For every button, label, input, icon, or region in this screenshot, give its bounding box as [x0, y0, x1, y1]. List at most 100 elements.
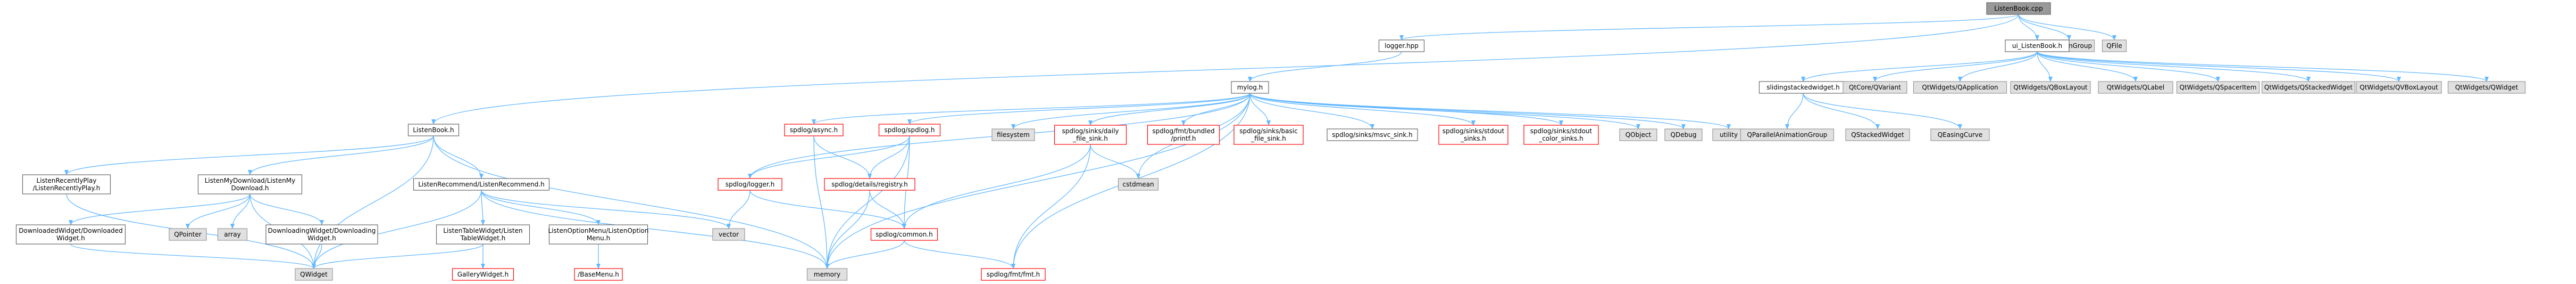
- node-box: [574, 268, 623, 281]
- node-label: Widget.h: [56, 234, 85, 242]
- node-box: [197, 174, 303, 194]
- edge-root-to-qbuttongroup: [2018, 14, 2071, 40]
- node-spd_registry[interactable]: spdlog/details/registry.h: [824, 178, 915, 191]
- node-gallery[interactable]: GalleryWidget.h: [452, 268, 514, 281]
- node-qboxlayout[interactable]: QtWidgets/QBoxLayout: [2010, 81, 2091, 94]
- node-box: [1740, 128, 1835, 141]
- node-recently[interactable]: ListenRecentlyPlay/ListenRecentlyPlay.h: [22, 174, 111, 194]
- node-utility[interactable]: utility: [1712, 128, 1745, 141]
- node-qfile[interactable]: QFile: [2102, 39, 2127, 52]
- node-qspaceritem[interactable]: QtWidgets/QSpacerItem: [2176, 81, 2260, 94]
- node-qeasing[interactable]: QEasingCurve: [1930, 128, 1990, 141]
- node-label: spdlog/sinks/daily: [1062, 127, 1119, 135]
- node-spd_common[interactable]: spdlog/common.h: [870, 228, 938, 241]
- node-label: QtWidgets/QApplication: [1922, 84, 1998, 91]
- node-label: _sinks.h: [1460, 135, 1486, 142]
- node-box: [1845, 128, 1910, 141]
- node-qlabel[interactable]: QtWidgets/QLabel: [2098, 81, 2173, 94]
- node-spd_async[interactable]: spdlog/async.h: [784, 124, 844, 136]
- edge-mylog-to-memory: [825, 93, 1251, 269]
- node-qstacked2[interactable]: QStackedWidget: [1845, 128, 1910, 141]
- edge-recommend-to-optionmenu: [481, 190, 601, 225]
- node-spd_daily[interactable]: spdlog/sinks/daily_file_sink.h: [1054, 125, 1127, 145]
- node-basemenu[interactable]: /BaseMenu.h: [574, 268, 623, 281]
- node-filesystem[interactable]: filesystem: [991, 128, 1035, 141]
- node-label: QtWidgets/QSpacerItem: [2180, 84, 2257, 91]
- node-label: ListenRecommend/ListenRecommend.h: [418, 181, 545, 188]
- node-mylog[interactable]: mylog.h: [1231, 81, 1269, 94]
- node-qapp[interactable]: QtWidgets/QApplication: [1913, 81, 2007, 94]
- node-qstackedwidget[interactable]: QtWidgets/QStackedWidget: [2261, 81, 2356, 94]
- node-label: spdlog/sinks/basic: [1239, 127, 1297, 135]
- node-downloaded[interactable]: DownloadedWidget/DownloadedWidget.h: [15, 224, 126, 245]
- node-label: spdlog/fmt/bundled: [1152, 127, 1214, 135]
- node-label: QtWidgets/QLabel: [2107, 84, 2165, 91]
- node-box: [2005, 39, 2070, 52]
- edge-ui_listenbook-to-qapp: [1958, 51, 2038, 82]
- edge-recommend-to-memory: [481, 190, 829, 269]
- node-qdebug[interactable]: QDebug: [1664, 128, 1703, 141]
- node-spd_msvc[interactable]: spdlog/sinks/msvc_sink.h: [1327, 128, 1418, 141]
- node-qobject[interactable]: QObject: [1619, 128, 1657, 141]
- edge-mydownload-to-downloaded: [69, 193, 251, 225]
- node-cstdmean[interactable]: cstdmean: [1118, 178, 1159, 191]
- node-label: vector: [719, 231, 739, 238]
- node-memory[interactable]: memory: [806, 268, 848, 281]
- node-qcoreapp[interactable]: QtCore/QVariant: [1843, 81, 1907, 94]
- node-spd_stdout[interactable]: spdlog/sinks/stdout_sinks.h: [1438, 125, 1508, 145]
- node-recommend[interactable]: ListenRecommend/ListenRecommend.h: [413, 178, 550, 191]
- edge-mylog-to-qobject: [1249, 93, 1640, 129]
- node-spd_logger[interactable]: spdlog/logger.h: [718, 178, 782, 191]
- node-array[interactable]: array: [217, 228, 248, 241]
- edge-mylog-to-spd_bundled: [1181, 93, 1251, 126]
- node-spd_bundled[interactable]: spdlog/fmt/bundled/printf.h: [1147, 125, 1220, 145]
- node-qwidget[interactable]: QWidget: [295, 268, 333, 281]
- edge-listenbook_h-to-mydownload: [248, 135, 434, 175]
- node-box: [15, 224, 126, 245]
- edge-root-to-ui_listenbook: [2018, 14, 2039, 40]
- node-ui_listenbook[interactable]: ui_ListenBook.h: [2005, 39, 2070, 52]
- node-box: [1118, 178, 1159, 191]
- node-root[interactable]: ListenBook.cpp: [1986, 2, 2051, 15]
- node-label: logger.hpp: [1385, 42, 1419, 50]
- node-qtooltip[interactable]: QPointer: [169, 228, 207, 241]
- edge-stackedwidget-to-qeasing: [1803, 93, 1962, 129]
- node-spd_spdlog[interactable]: spdlog/spdlog.h: [878, 124, 941, 136]
- edge-spd_common-to-memory: [825, 240, 905, 269]
- node-downloading[interactable]: DownloadingWidget/DownloadingWidget.h: [265, 224, 378, 245]
- node-box: [452, 268, 514, 281]
- node-label: ui_ListenBook.h: [2012, 42, 2062, 50]
- node-tablewidget[interactable]: ListenTableWidget/ListenTableWidget.h: [436, 224, 530, 245]
- node-label: GalleryWidget.h: [457, 271, 508, 278]
- node-spd_fmt[interactable]: spdlog/fmt/fmt.h: [981, 268, 1046, 281]
- node-label: QPointer: [174, 231, 202, 238]
- node-spd_color[interactable]: spdlog/sinks/stdout_color_sinks.h: [1523, 125, 1599, 145]
- node-spd_basic[interactable]: spdlog/sinks/basic_file_sink.h: [1233, 125, 1304, 145]
- node-label: array: [224, 231, 240, 238]
- edge-ui_listenbook-to-qcoreapp: [1873, 51, 2038, 82]
- node-optionmenu[interactable]: ListenOptionMenu/ListenOptionMenu.h: [548, 224, 649, 245]
- node-label: spdlog/sinks/stdout: [1530, 127, 1593, 135]
- node-stackedwidget[interactable]: slidingstackedwidget.h: [1758, 81, 1848, 94]
- node-label: cstdmean: [1122, 181, 1154, 188]
- node-listenbook_h[interactable]: ListenBook.h: [407, 124, 460, 136]
- node-label: QDebug: [1671, 131, 1697, 139]
- edge-downloaded-to-qwidget: [70, 244, 316, 269]
- node-box: [295, 268, 333, 281]
- node-box: [22, 174, 111, 194]
- node-label: Menu.h: [587, 234, 610, 242]
- node-qwidget_w[interactable]: QtWidgets/QWidget: [2447, 81, 2526, 94]
- node-mydownload[interactable]: ListenMyDownload/ListenMyDownload.h: [197, 174, 303, 194]
- node-label: QParallelAnimationGroup: [1747, 131, 1828, 139]
- node-vector[interactable]: vector: [712, 228, 745, 241]
- node-logger_hpp[interactable]: logger.hpp: [1378, 39, 1425, 52]
- node-qvboxlayout[interactable]: QtWidgets/QVBoxLayout: [2356, 81, 2442, 94]
- node-box: [1913, 81, 2007, 94]
- node-label: slidingstackedwidget.h: [1766, 84, 1839, 91]
- node-label: _file_sink.h: [1072, 135, 1108, 142]
- node-label: ListenTableWidget/Listen: [443, 227, 522, 234]
- edge-spd_async-to-spd_registry: [813, 135, 872, 179]
- node-label: QFile: [2106, 42, 2122, 50]
- node-qparallel[interactable]: QParallelAnimationGroup: [1740, 128, 1835, 141]
